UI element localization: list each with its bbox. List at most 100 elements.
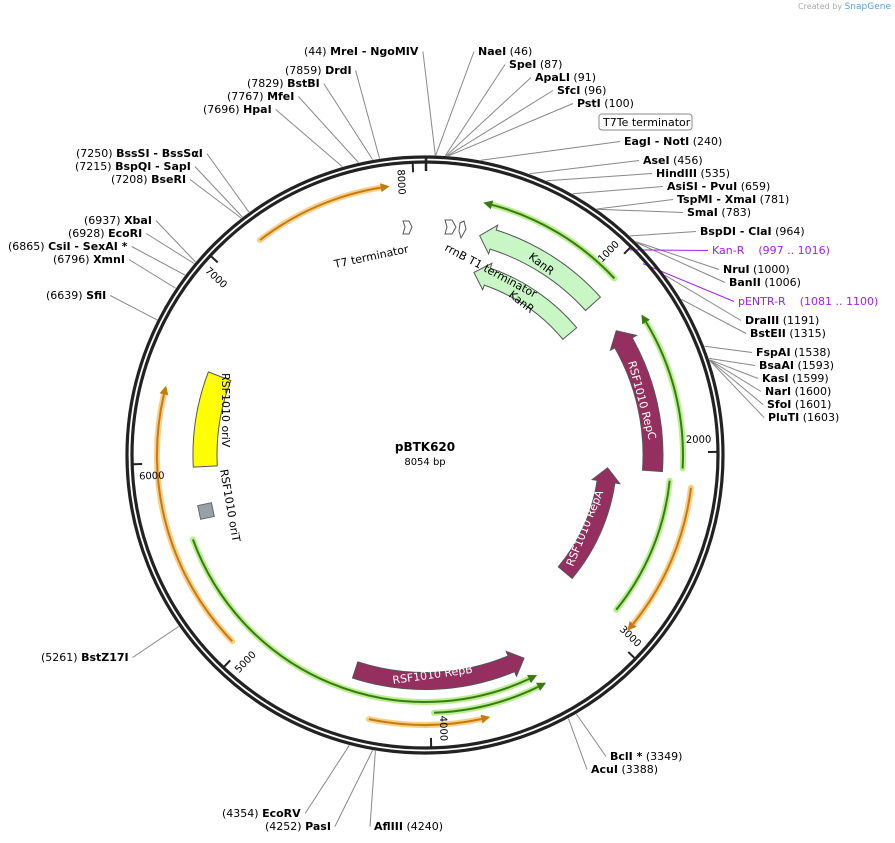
restriction-site-label[interactable]: BspDI - ClaI (964) (700, 225, 805, 238)
restriction-site-label[interactable]: (7208) BseRI (111, 173, 186, 186)
restriction-site-label[interactable]: SfoI (1601) (767, 398, 831, 411)
restriction-site-label[interactable]: AcuI (3388) (591, 763, 658, 776)
leader-line (709, 359, 764, 405)
site-position: (44) (304, 45, 330, 58)
leader-line (447, 90, 554, 157)
leader-line (194, 166, 243, 218)
restriction-site-label[interactable]: NruI (1000) (723, 263, 790, 276)
site-position: (1593) (794, 359, 834, 372)
restriction-site-label[interactable]: PluTI (1603) (768, 411, 839, 424)
t7-terminator-label[interactable]: T7 terminator (332, 242, 410, 271)
leader-line (206, 153, 250, 213)
restriction-site-label[interactable]: ApaLI (91) (535, 71, 596, 84)
oriv-label[interactable]: RSF1010 oriV (219, 373, 232, 448)
site-position: (7696) (203, 103, 243, 116)
site-name: MfeI (267, 90, 294, 103)
primer-label[interactable]: pENTR-R(1081 .. 1100) (738, 295, 878, 308)
restriction-site-label[interactable]: (7250) BssSI - BssSαI (76, 147, 203, 160)
site-position: (1599) (789, 372, 829, 385)
restriction-site-label[interactable]: BanII (1006) (729, 276, 801, 289)
arrowhead-icon (536, 682, 547, 691)
restriction-site-label[interactable]: (6796) XmnI (53, 253, 125, 266)
arrowhead-icon (480, 714, 491, 724)
oriv-feature[interactable] (192, 371, 232, 468)
leader-line (596, 199, 674, 210)
site-name: BanII (729, 276, 761, 289)
site-position: (7215) (75, 160, 115, 173)
restriction-site-label[interactable]: FspAI (1538) (756, 346, 831, 359)
leader-line (131, 246, 186, 276)
restriction-site-label[interactable]: DraIII (1191) (745, 314, 819, 327)
site-position: (3349) (642, 750, 682, 763)
restriction-site-label[interactable]: (7829) BstBI (247, 77, 320, 90)
kanr-feature-2[interactable] (473, 262, 578, 341)
site-name: SpeI (509, 58, 536, 71)
repb-feature[interactable] (351, 650, 525, 690)
orange-feature-bottom[interactable] (365, 714, 491, 728)
restriction-site-label[interactable]: (44) MreI - NgoMIV (304, 45, 419, 58)
restriction-site-label[interactable]: (4354) EcoRV (222, 807, 301, 820)
restriction-site-label[interactable]: (4252) PasI (265, 820, 331, 833)
repc-feature[interactable] (609, 330, 664, 473)
restriction-site-label[interactable]: TspMI - XmaI (781) (677, 193, 789, 206)
restriction-site-label[interactable]: (7696) HpaI (203, 103, 272, 116)
restriction-site-label[interactable]: SfcI (96) (557, 84, 606, 97)
green-feature-right[interactable] (641, 314, 686, 472)
restriction-site-label[interactable]: (6865) CsiI - SexAI * (8, 240, 128, 253)
orange-feature-top[interactable] (257, 183, 390, 243)
restriction-site-label[interactable]: (7767) MfeI (227, 90, 294, 103)
restriction-site-label[interactable]: HindIII (535) (656, 167, 730, 180)
site-position: (456) (670, 154, 703, 167)
t7te-terminator-label[interactable]: T7Te terminator (602, 116, 691, 129)
restriction-site-label[interactable]: (5261) BstZ17I (41, 651, 129, 664)
restriction-site-label[interactable]: (7215) BspQI - SapI (75, 160, 191, 173)
credit-prefix: Created by (798, 2, 843, 11)
restriction-site-label[interactable]: BsaAI (1593) (759, 359, 834, 372)
snapgene-credit: Created by SnapGene (798, 2, 891, 12)
site-name: EcoRV (262, 807, 301, 820)
restriction-site-label[interactable]: BstEII (1315) (750, 327, 826, 340)
t7te-terminator-box[interactable] (598, 113, 693, 131)
orit-label[interactable]: RSF1010 oriT (217, 468, 243, 543)
restriction-site-label[interactable]: (6928) EcoRI (68, 227, 142, 240)
restriction-site-label[interactable]: (6937) XbaI (84, 214, 152, 227)
restriction-site-label[interactable]: SmaI (783) (687, 206, 751, 219)
site-name: AseI (643, 154, 670, 167)
restriction-site-label[interactable]: NaeI (46) (478, 45, 532, 58)
leader-line (709, 359, 762, 392)
restriction-site-label[interactable]: (7859) DrdI (285, 64, 352, 77)
restriction-site-label[interactable]: EagI - NotI (240) (624, 135, 722, 148)
site-position: (6796) (53, 253, 93, 266)
restriction-site-label[interactable]: AseI (456) (643, 154, 703, 167)
restriction-site-label[interactable]: (6639) SfiI (46, 289, 106, 302)
green-feature-right-2[interactable] (613, 477, 673, 613)
site-position: (781) (756, 193, 789, 206)
restriction-site-label[interactable]: KasI (1599) (762, 372, 829, 385)
site-position: (1603) (799, 411, 839, 424)
site-position: (7208) (111, 173, 151, 186)
kanr-feature-1[interactable] (479, 224, 602, 312)
restriction-site-label[interactable]: PstI (100) (577, 97, 634, 110)
site-position: (100) (601, 97, 634, 110)
rrnb-terminator-icon-2[interactable] (458, 220, 467, 240)
green-feature-bottom-short[interactable] (431, 682, 547, 716)
repa-feature[interactable] (557, 467, 622, 580)
primer-label[interactable]: Kan-R(997 .. 1016) (712, 244, 830, 257)
feature-line (368, 718, 482, 726)
tick-mark (223, 659, 231, 668)
rrnb-terminator-icon-1[interactable] (444, 219, 457, 235)
green-feature-top[interactable] (483, 200, 618, 282)
t7-terminator-icon[interactable] (402, 220, 413, 235)
restriction-site-label[interactable]: AflIII (4240) (374, 820, 443, 833)
orange-feature-left[interactable] (154, 385, 236, 645)
leader-line (575, 713, 607, 757)
restriction-site-label[interactable]: AsiSI - PvuI (659) (667, 180, 770, 193)
restriction-site-label[interactable]: NarI (1600) (765, 385, 831, 398)
orange-feature-right[interactable] (627, 484, 694, 631)
site-position: (7859) (285, 64, 325, 77)
restriction-site-label[interactable]: BclI * (3349) (610, 750, 682, 763)
green-feature-bottom-long[interactable] (189, 536, 538, 705)
restriction-site-label[interactable]: SpeI (87) (509, 58, 562, 71)
orit-feature[interactable] (197, 502, 215, 520)
